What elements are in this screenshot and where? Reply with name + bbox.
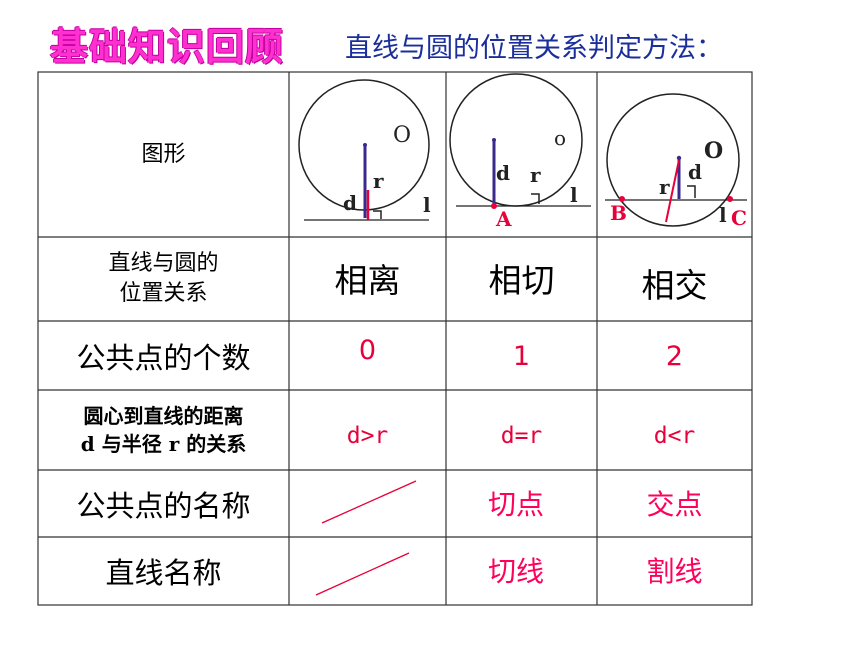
line-name-intersect: 割线 — [646, 554, 703, 588]
row-label-count: 公共点的个数 — [76, 340, 251, 375]
center-label: O — [393, 123, 411, 148]
distance-label: d — [496, 161, 510, 185]
center-label: O — [704, 138, 723, 164]
condition-separate: d>r — [346, 423, 389, 449]
figure-intersect: O r d l B C — [605, 93, 747, 230]
count-intersect: 2 — [665, 340, 684, 372]
intersection-point-c-label: C — [731, 206, 747, 230]
line-name-tangent: 切线 — [487, 554, 544, 588]
row-label-line-name: 直线名称 — [105, 556, 222, 590]
count-tangent: 1 — [512, 340, 531, 372]
row-label-figure: 图形 — [141, 142, 186, 168]
condition-tangent: d=r — [500, 423, 543, 449]
page-title: 基础知识回顾 — [50, 25, 285, 69]
radius-label: r — [373, 169, 384, 193]
figure-separate: O r d l — [298, 79, 431, 221]
line-label: l — [719, 203, 727, 227]
count-separate: 0 — [358, 334, 377, 366]
tangent-point-label: A — [495, 207, 512, 231]
center-label: o — [554, 126, 566, 150]
blank-strike-line — [315, 552, 410, 596]
blank-strike-point — [321, 480, 417, 524]
page-subtitle: 直线与圆的位置关系判定方法： — [345, 33, 723, 64]
point-name-intersect: 交点 — [646, 487, 703, 521]
intersection-point-b-label: B — [610, 201, 627, 225]
condition-intersect: d<r — [653, 423, 696, 449]
row-label-point-name: 公共点的名称 — [76, 488, 251, 523]
relation-separate: 相离 — [334, 260, 401, 300]
figure-tangent: o r d l A — [449, 73, 591, 231]
row-label-position: 直线与圆的 位置关系 — [108, 251, 219, 306]
radius-label: r — [659, 175, 670, 199]
distance-label: d — [343, 191, 357, 215]
relation-tangent: 相切 — [488, 260, 555, 300]
line-label: l — [423, 193, 431, 217]
point-name-tangent: 切点 — [487, 487, 544, 521]
relation-intersect: 相交 — [641, 265, 708, 305]
radius-label: r — [530, 163, 541, 187]
row-label-distance: 圆心到直线的距离 d 与半径 r 的关系 — [80, 404, 247, 456]
line-label: l — [570, 183, 578, 207]
distance-label: d — [688, 160, 702, 184]
